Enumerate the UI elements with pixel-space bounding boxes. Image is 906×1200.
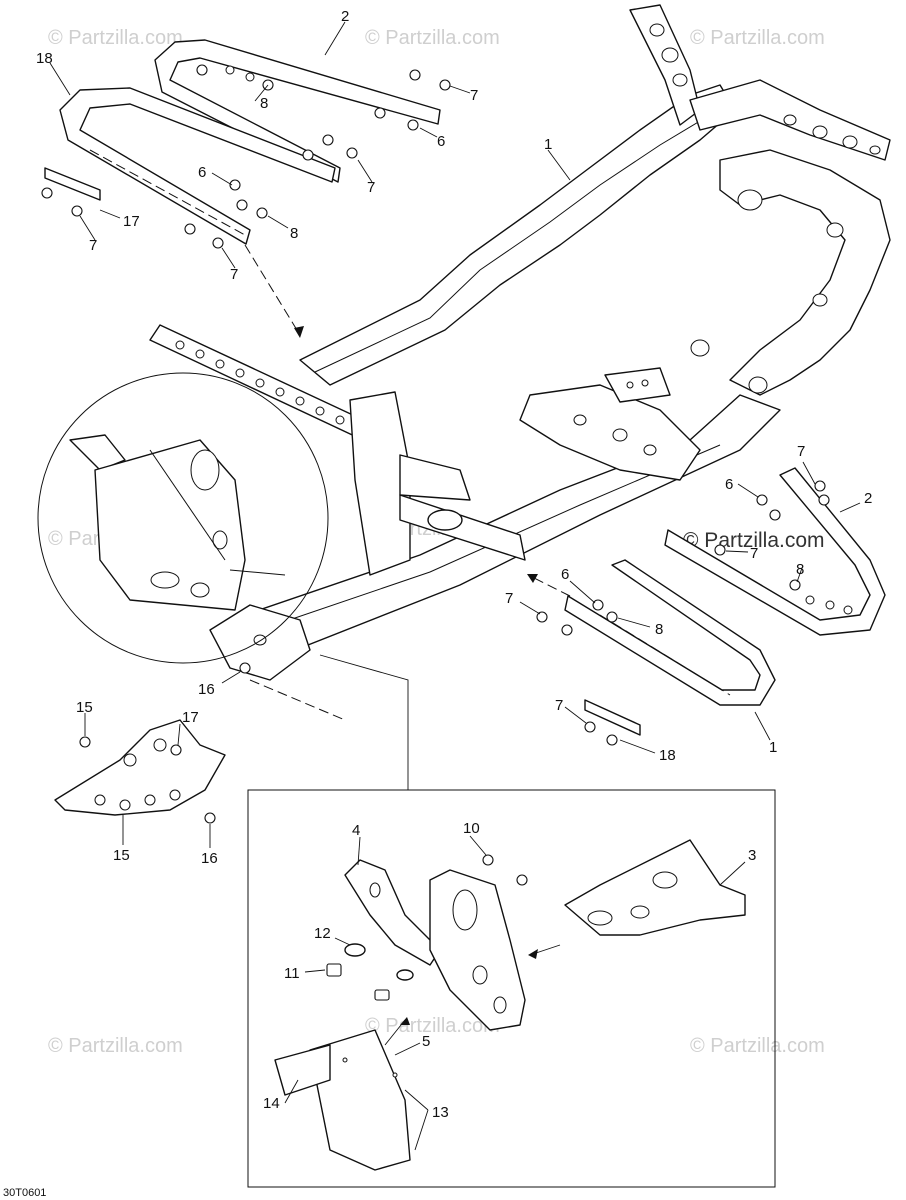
rack-holes bbox=[805, 595, 853, 615]
watermark-text: © Partzilla.com bbox=[690, 27, 825, 49]
watermark-text: © Partzilla.com bbox=[365, 27, 500, 49]
watermark-text: © Partzilla.com bbox=[48, 1035, 183, 1057]
rack-part-2-lower bbox=[664, 467, 886, 636]
callout-label: 4 bbox=[352, 822, 360, 839]
callout-label: 17 bbox=[182, 709, 199, 726]
callouts: 2 2 3 4 5 6 6 6 6 7 7 7 7 7 7 7 7 8 8 8 … bbox=[36, 8, 872, 1121]
bumper-bracket-part-14 bbox=[54, 719, 226, 816]
callout-label: 7 bbox=[470, 87, 478, 104]
callout-label: 6 bbox=[437, 133, 445, 150]
rack-holes bbox=[225, 65, 255, 82]
callout-label: 6 bbox=[725, 476, 733, 493]
spacer-part-11 bbox=[344, 943, 366, 957]
assembly-arrows bbox=[244, 244, 571, 721]
shield-part-13 bbox=[274, 1044, 331, 1096]
diagram-code: 30T0601 bbox=[3, 1187, 46, 1199]
callout-label: 16 bbox=[198, 681, 215, 698]
callout-label: 16 bbox=[201, 850, 218, 867]
callout-label: 8 bbox=[796, 561, 804, 578]
leader-lines bbox=[49, 21, 861, 1151]
bolt-part-10 bbox=[326, 963, 342, 977]
callout-label: 8 bbox=[290, 225, 298, 242]
callout-label: 7 bbox=[555, 697, 563, 714]
callout-label: 12 bbox=[314, 925, 331, 942]
callout-label: 18 bbox=[36, 50, 53, 67]
main-frame-part-1 bbox=[149, 4, 891, 681]
callout-label: 7 bbox=[89, 237, 97, 254]
callout-label: 6 bbox=[561, 566, 569, 583]
callout-label: 18 bbox=[659, 747, 676, 764]
callout-label: 10 bbox=[463, 820, 480, 837]
callout-label: 11 bbox=[284, 965, 300, 982]
detail-arrow-head bbox=[400, 1017, 410, 1025]
callout-label: 2 bbox=[341, 8, 349, 25]
support-part-5 bbox=[429, 869, 526, 1031]
rack-part-18-lower bbox=[564, 559, 776, 706]
watermark-text: © Partzilla.com bbox=[690, 1035, 825, 1057]
rack-bracket-part-17-lower bbox=[584, 699, 641, 736]
callout-label: 15 bbox=[113, 847, 130, 864]
callout-label: 7 bbox=[750, 545, 758, 562]
callout-label: 13 bbox=[432, 1104, 449, 1121]
callout-label: 2 bbox=[864, 490, 872, 507]
detail-inset-frame bbox=[247, 789, 776, 1188]
bracket-part-4 bbox=[344, 859, 441, 966]
detail-magnifier-circle bbox=[37, 372, 329, 664]
spacer-part-10b bbox=[374, 969, 414, 1001]
callout-label: 3 bbox=[748, 847, 756, 864]
callout-label: 17 bbox=[123, 213, 140, 230]
callout-label: 7 bbox=[367, 179, 375, 196]
rack-part-18-upper bbox=[59, 87, 336, 245]
rack-bracket-part-17-upper bbox=[44, 167, 101, 201]
callout-label: 6 bbox=[198, 164, 206, 181]
callout-label: 8 bbox=[655, 621, 663, 638]
watermark-text: © Partzilla.com bbox=[365, 1015, 500, 1037]
callout-label: 15 bbox=[76, 699, 93, 716]
detail-inset-connector bbox=[319, 654, 409, 790]
fastener-layer bbox=[41, 64, 830, 824]
callout-label: 7 bbox=[797, 443, 805, 460]
callout-label: 7 bbox=[230, 266, 238, 283]
watermark-text: © Partzilla.com bbox=[48, 27, 183, 49]
callout-label: 8 bbox=[260, 95, 268, 112]
callout-label: 1 bbox=[544, 136, 552, 153]
callout-label: 5 bbox=[422, 1033, 430, 1050]
callout-label: 7 bbox=[505, 590, 513, 607]
mount-plate-part-3 bbox=[564, 839, 746, 936]
shield-plate-part-12 bbox=[309, 1029, 411, 1171]
callout-label: 14 bbox=[263, 1095, 280, 1112]
nut-part-9 bbox=[482, 854, 528, 886]
detail-arrow-head bbox=[528, 949, 538, 959]
callout-label: 1 bbox=[769, 739, 777, 756]
